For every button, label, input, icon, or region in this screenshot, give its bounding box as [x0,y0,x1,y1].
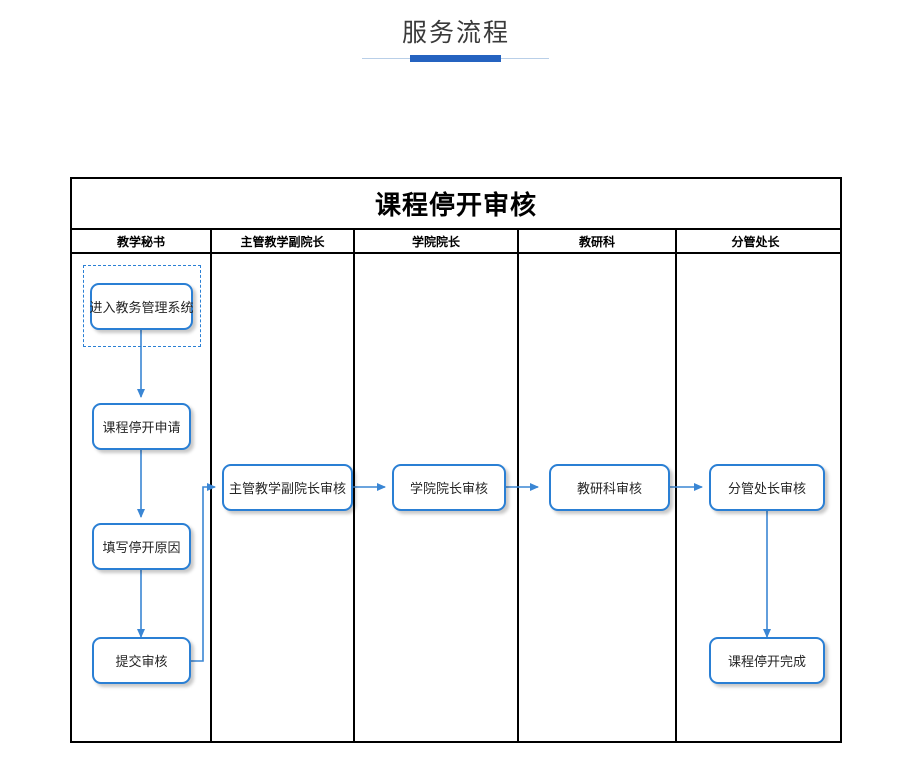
swimlane-header-row: 教学秘书 主管教学副院长 学院院长 教研科 分管处长 [72,230,840,254]
node-apply-stop[interactable]: 课程停开申请 [92,403,191,450]
node-dean-review[interactable]: 学院院长审核 [392,464,506,511]
page-title: 服务流程 [401,19,510,47]
lane-column-jiaoyanke [519,254,677,741]
node-fill-reason[interactable]: 填写停开原因 [92,523,191,570]
lane-column-xueyuanyuanzhang [355,254,519,741]
node-enter-system[interactable]: 进入教务管理系统 [90,283,194,330]
lane-header-jiaoyanke: 教研科 [519,230,677,252]
lane-column-zhuguanfuyuanzhang [212,254,355,741]
node-vice-dean-review[interactable]: 主管教学副院长审核 [222,464,353,511]
selection-marquee-enter-system [83,265,201,347]
lane-header-fenguanchuzhang: 分管处长 [731,234,780,249]
title-underline-accent [410,55,501,62]
diagram-title: 课程停开审核 [72,179,840,230]
node-complete[interactable]: 课程停开完成 [709,637,825,684]
node-section-review[interactable]: 教研科审核 [549,464,670,511]
node-submit-review[interactable]: 提交审核 [92,637,191,684]
lane-header-jiaoxuemishu: 教学秘书 [72,230,212,252]
lane-header-xueyuanyuanzhang: 学院院长 [355,230,519,252]
node-chief-review[interactable]: 分管处长审核 [709,464,825,511]
lane-header-zhuguanfuyuanzhang: 主管教学副院长 [212,230,355,252]
